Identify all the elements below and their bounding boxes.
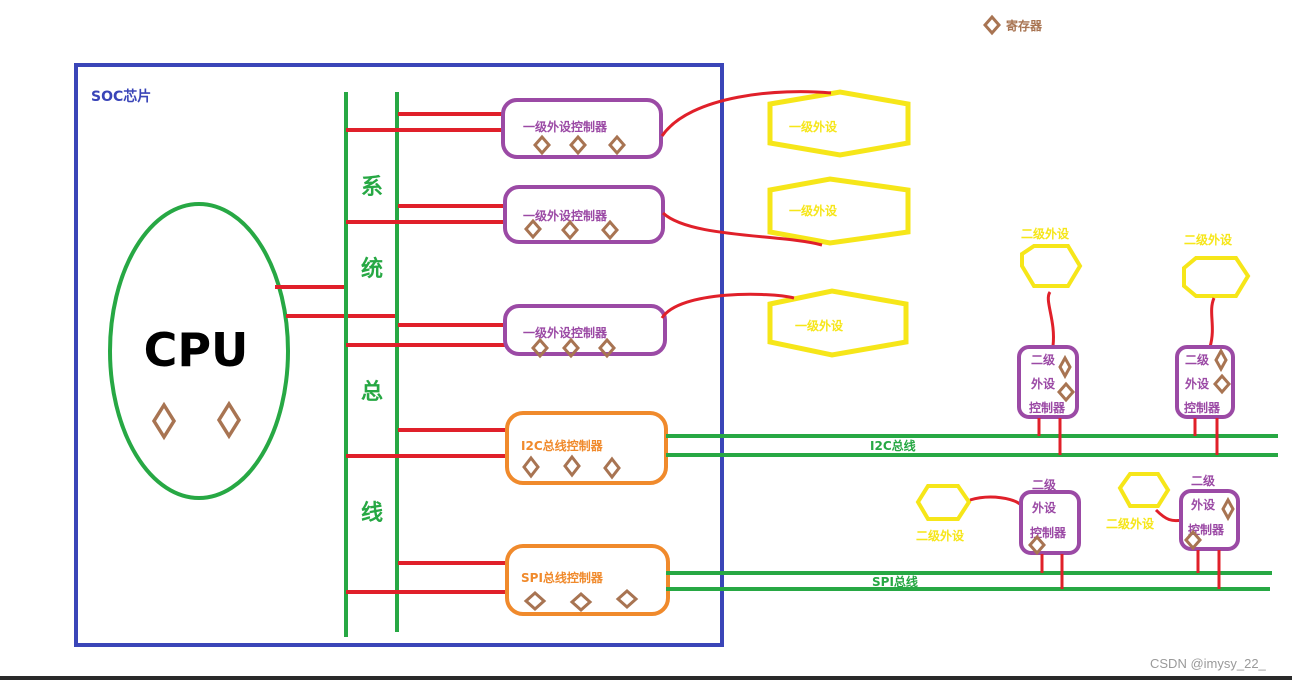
register-icon	[1213, 374, 1231, 394]
bus-controller-links	[346, 112, 507, 594]
soc-label: SOC芯片	[91, 88, 151, 105]
register-icon	[569, 135, 587, 155]
register-icon	[601, 220, 619, 240]
controller-label: 控制器	[1029, 400, 1066, 415]
cpu-register-icon	[151, 401, 177, 441]
cpu-label: CPU	[144, 323, 249, 377]
controller-label: 外设	[1185, 376, 1210, 391]
secondary-controller-box	[1019, 490, 1081, 555]
primary-controller: 一级外设控制器	[501, 98, 663, 159]
register-icon	[1214, 347, 1228, 373]
spi-secondary-device: 二级外设 二级 外设 控制器	[1106, 472, 1240, 589]
register-icon	[533, 135, 551, 155]
secondary-peripheral-hexagon	[1182, 256, 1251, 298]
cpu-register-icon	[216, 400, 242, 440]
spi-bus	[666, 571, 1272, 591]
register-icon	[603, 456, 621, 480]
secondary-controller-box	[1017, 345, 1079, 419]
system-bus-char: 系	[361, 175, 383, 200]
secondary-peripheral-hexagon	[1117, 472, 1171, 508]
secondary-controller-box	[1179, 489, 1240, 551]
primary-peripheral: 一级外设	[767, 176, 911, 246]
cpu-bus-links	[275, 285, 396, 318]
i2c-bus	[666, 434, 1278, 457]
controller-label: 一级外设控制器	[523, 119, 608, 134]
controller-label: 外设	[1032, 500, 1057, 515]
peripheral-label: 二级外设	[1184, 232, 1233, 247]
controller-label: 二级	[1032, 477, 1056, 492]
register-icon	[522, 455, 540, 479]
soc-chip-box	[74, 63, 724, 647]
controller-label: 外设	[1191, 497, 1216, 512]
system-bus-char: 线	[361, 500, 383, 526]
controller-label: 一级外设控制器	[523, 208, 608, 223]
peripheral-label: 二级外设	[1021, 226, 1070, 241]
secondary-controller-box	[1175, 345, 1235, 419]
spi-bus-controller: SPI总线控制器	[505, 544, 670, 616]
controller-label: 一级外设控制器	[523, 325, 608, 340]
primary-peripheral: 一级外设	[767, 89, 911, 158]
controller-label: 二级	[1031, 352, 1055, 367]
primary-peripheral: 一级外设	[767, 288, 909, 358]
register-icon	[523, 590, 547, 612]
controller-label: 控制器	[1184, 400, 1221, 415]
register-icon	[524, 219, 542, 239]
watermark: CSDN @imysy_22_	[1150, 656, 1267, 671]
primary-controller: 一级外设控制器	[503, 304, 667, 358]
controller-label: I2C总线控制器	[521, 438, 604, 453]
i2c-secondary-device: 二级外设 二级 外设 控制器	[1175, 232, 1251, 455]
system-bus	[344, 92, 399, 637]
register-icon	[1057, 382, 1075, 402]
register-legend-icon	[983, 15, 1001, 35]
register-icon	[569, 591, 593, 613]
register-icon	[561, 220, 579, 240]
register-icon	[563, 454, 581, 478]
register-icon	[608, 135, 626, 155]
system-bus-char: 总	[361, 379, 383, 405]
secondary-peripheral-hexagon	[1020, 244, 1083, 288]
controller-label: 外设	[1031, 376, 1056, 391]
legend: 寄存器	[983, 15, 1043, 35]
controller-label: 二级	[1191, 473, 1215, 488]
primary-controller: 一级外设控制器	[503, 185, 665, 244]
i2c-bus-label: I2C总线	[870, 438, 916, 453]
i2c-secondary-device: 二级外设 二级 外设 控制器	[1017, 226, 1083, 455]
peripheral-label: 一级外设	[795, 318, 844, 333]
peripheral-label: 二级外设	[916, 528, 965, 543]
peripheral-label: 一级外设	[789, 203, 838, 218]
peripheral-label: 二级外设	[1106, 516, 1155, 531]
controller-peripheral-links	[660, 90, 832, 319]
controller-label: 二级	[1185, 352, 1209, 367]
spi-secondary-device: 二级外设 二级 外设 控制器	[915, 477, 1081, 589]
register-icon	[1058, 354, 1072, 380]
controller-label: 控制器	[1188, 522, 1225, 537]
system-bus-char: 统	[361, 256, 383, 282]
secondary-peripheral-hexagon	[915, 484, 972, 521]
controller-label: SPI总线控制器	[521, 570, 604, 585]
bottom-border	[0, 676, 1292, 680]
i2c-bus-controller: I2C总线控制器	[505, 411, 668, 485]
controller-label: 控制器	[1030, 525, 1067, 540]
cpu-ellipse	[108, 202, 290, 500]
peripheral-label: 一级外设	[789, 119, 838, 134]
system-bus-label: 系 统 总 线	[361, 175, 383, 526]
spi-bus-label: SPI总线	[872, 574, 918, 589]
register-icon	[615, 588, 639, 610]
legend-label: 寄存器	[1006, 18, 1043, 33]
register-icon	[1221, 496, 1235, 522]
